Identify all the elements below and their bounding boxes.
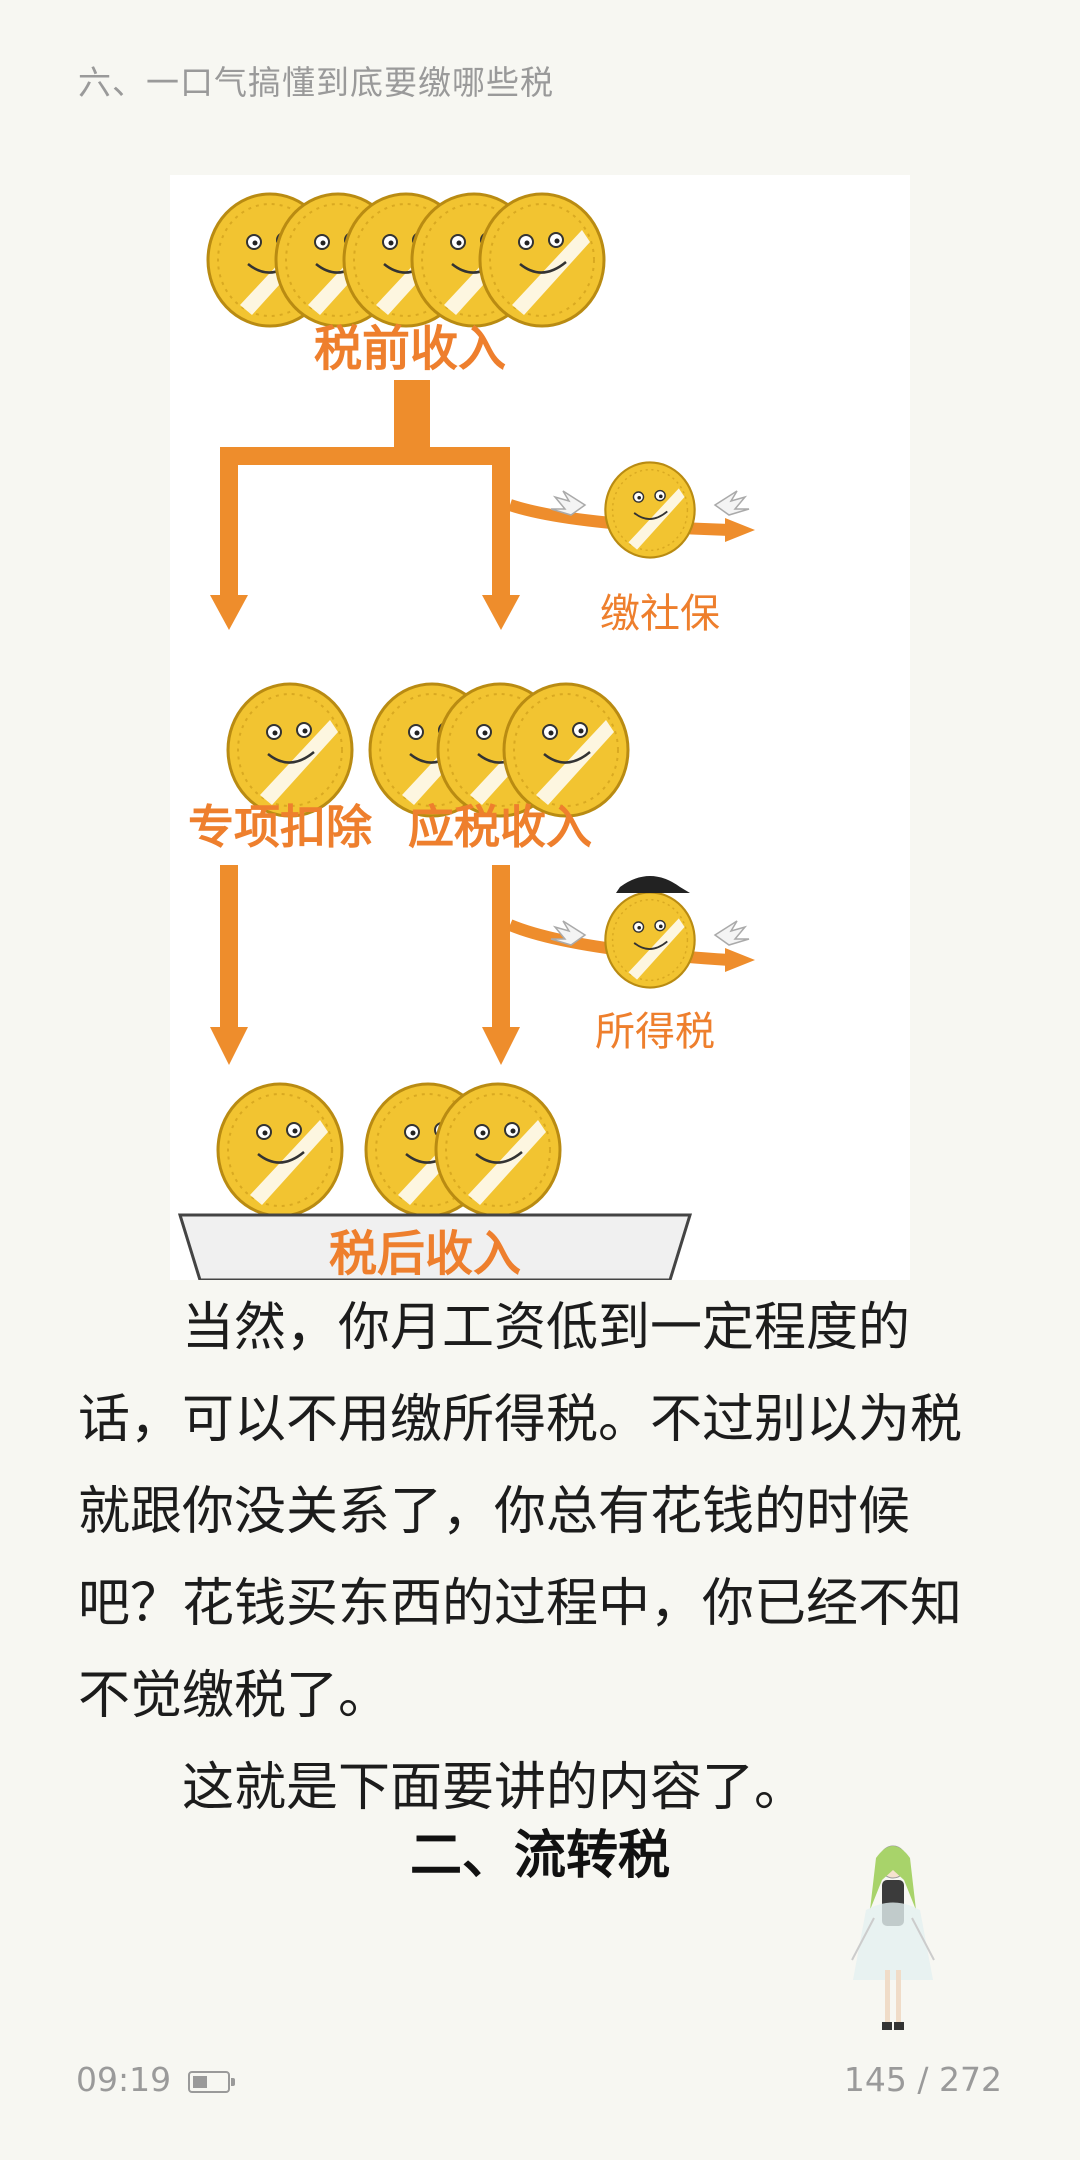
label-income-tax: 所得税 (595, 1009, 715, 1055)
chapter-title: 六、一口气搞懂到底要缴哪些税 (78, 63, 554, 102)
tax-flow-illustration[interactable]: 税前收入 缴社保 专项扣除 应税收入 (170, 175, 910, 1280)
label-after-tax: 税后收入 (329, 1226, 521, 1280)
label-taxable-income: 应税收入 (408, 800, 592, 854)
pre-tax-coins (206, 192, 606, 328)
reader-mascot[interactable] (838, 1840, 948, 2035)
battery-level (193, 2076, 207, 2088)
section-heading: 二、流转税 (409, 1826, 670, 1886)
label-pre-tax: 税前收入 (314, 321, 506, 377)
label-special-deduction: 专项扣除 (188, 800, 373, 854)
battery-icon (188, 2071, 235, 2093)
paragraph-1: 当然，你月工资低到一定程度的话，可以不用缴所得税。不过别以为税就跟你没关系了，你… (78, 1298, 963, 1726)
label-social-security: 缴社保 (600, 591, 720, 637)
taxable-coins (368, 682, 630, 818)
page-counter: 145 / 272 (843, 2060, 1002, 2099)
clock: 09:19 (76, 2060, 172, 2099)
paragraph-2: 这就是下面要讲的内容了。 (182, 1758, 807, 1818)
